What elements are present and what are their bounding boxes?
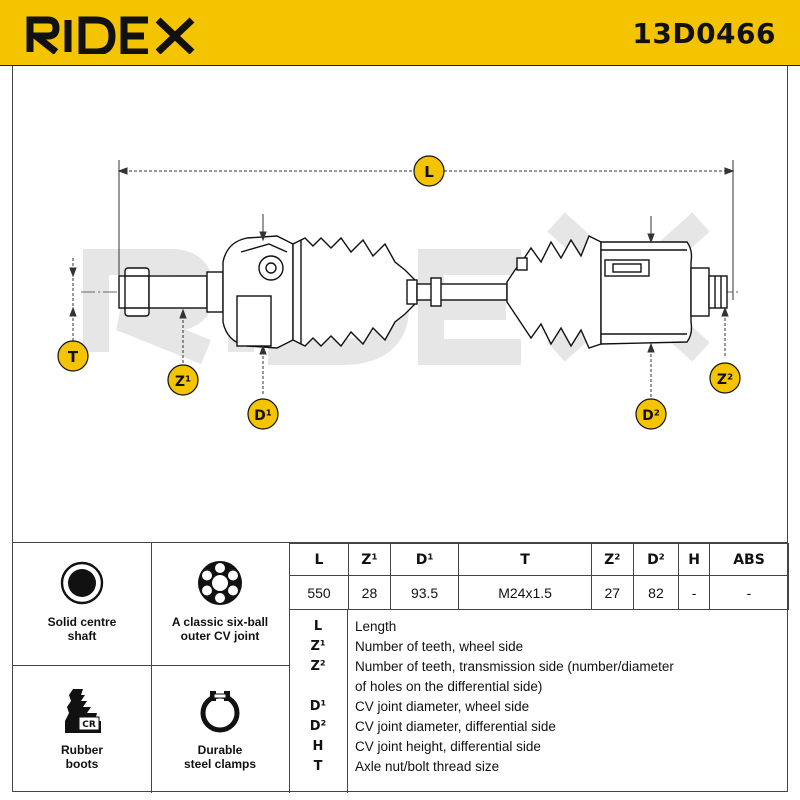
legend-row: H CV joint height, differential side bbox=[289, 739, 789, 759]
legend-divider bbox=[347, 609, 348, 793]
legend-key: D² bbox=[309, 719, 327, 734]
spec-value-abs: - bbox=[708, 575, 790, 610]
legend-desc: CV joint height, differential side bbox=[355, 739, 541, 754]
legend-key: D¹ bbox=[309, 699, 327, 714]
label-l-marker: L bbox=[413, 155, 445, 187]
legend-desc: Number of teeth, wheel side bbox=[355, 639, 524, 654]
legend-row: Z² Number of teeth, transmission side (n… bbox=[289, 659, 789, 679]
drive-shaft bbox=[118, 235, 728, 349]
spec-value-l: 550 bbox=[289, 575, 349, 610]
solid-shaft-icon bbox=[60, 561, 104, 605]
technical-drawing: L T Z¹ D¹ D² Z² bbox=[12, 66, 788, 542]
feature-clamps-line2: steel clamps bbox=[183, 757, 257, 771]
label-d2-text: D² bbox=[642, 408, 660, 424]
spec-value-d2: 82 bbox=[632, 575, 680, 610]
spec-header-z2: Z² bbox=[590, 543, 634, 576]
spec-header-z1: Z¹ bbox=[348, 543, 391, 576]
legend-desc: of holes on the differential side) bbox=[355, 679, 543, 694]
spec-value-h: - bbox=[678, 575, 710, 610]
legend-key: H bbox=[312, 739, 324, 754]
feature-six-ball-joint: A classic six-ball outer CV joint bbox=[151, 543, 289, 665]
legend-desc: Axle nut/bolt thread size bbox=[355, 759, 500, 774]
label-t-marker: T bbox=[57, 340, 89, 372]
spec-header-d2: D² bbox=[632, 543, 680, 576]
feature-divider-v2 bbox=[289, 543, 290, 793]
ridex-logo bbox=[26, 16, 195, 54]
spec-header-h: H bbox=[678, 543, 710, 576]
label-z1-text: Z¹ bbox=[175, 374, 191, 390]
rubber-boot-badge: CR bbox=[82, 720, 96, 730]
leader-lines bbox=[69, 214, 729, 398]
legend-desc: CV joint diameter, differential side bbox=[355, 719, 556, 734]
legend-desc: Number of teeth, transmission side (numb… bbox=[355, 659, 674, 674]
feature-divider-h bbox=[13, 665, 289, 666]
feature-steel-clamps: Durable steel clamps bbox=[151, 665, 289, 793]
legend-row: of holes on the differential side) bbox=[289, 679, 789, 699]
label-d1-text: D¹ bbox=[254, 408, 272, 424]
feature-solid-shaft-line2: shaft bbox=[67, 629, 97, 643]
feature-solid-shaft: Solid centre shaft bbox=[13, 543, 151, 665]
label-l-text: L bbox=[424, 163, 434, 181]
feature-clamps-line1: Durable bbox=[197, 743, 243, 757]
rubber-boot-icon: CR bbox=[65, 689, 101, 733]
legend-key: T bbox=[313, 759, 323, 774]
spec-value-z1: 28 bbox=[348, 575, 391, 610]
legend-key: Z¹ bbox=[310, 639, 326, 654]
label-z2-text: Z² bbox=[717, 372, 733, 388]
feature-solid-shaft-line1: Solid centre bbox=[47, 615, 117, 629]
spec-header-l: L bbox=[289, 543, 349, 576]
legend-desc: CV joint diameter, wheel side bbox=[355, 699, 530, 714]
legend-row: T Axle nut/bolt thread size bbox=[289, 759, 789, 779]
spec-value-row: 550 28 93.5 M24x1.5 27 82 - - bbox=[289, 575, 790, 610]
legend-key: Z² bbox=[310, 659, 326, 674]
spec-value-d1: 93.5 bbox=[389, 575, 460, 610]
feature-six-ball-line1: A classic six-ball bbox=[171, 615, 269, 629]
label-z1-marker: Z¹ bbox=[167, 364, 199, 396]
spec-header-d1: D¹ bbox=[389, 543, 460, 576]
six-ball-joint-icon bbox=[198, 561, 242, 605]
feature-rubber-line2: boots bbox=[65, 757, 99, 771]
label-d2-marker: D² bbox=[635, 398, 667, 430]
legend: L Length Z¹ Number of teeth, wheel side … bbox=[289, 609, 789, 793]
spec-section: Solid centre shaft A classic six-ball ou… bbox=[12, 542, 790, 793]
drive-shaft-drawing: L T Z¹ D¹ D² Z² bbox=[57, 155, 741, 430]
feature-rubber-line1: Rubber bbox=[61, 743, 103, 757]
feature-rubber-boots: CR Rubber boots bbox=[13, 665, 151, 793]
label-d1-marker: D¹ bbox=[247, 398, 279, 430]
legend-row: Z¹ Number of teeth, wheel side bbox=[289, 639, 789, 659]
spec-header-row: L Z¹ D¹ T Z² D² H ABS bbox=[289, 543, 790, 576]
legend-key: L bbox=[313, 619, 323, 634]
spec-header-t: T bbox=[458, 543, 592, 576]
label-t-text: T bbox=[68, 348, 79, 366]
legend-row: L Length bbox=[289, 619, 789, 639]
spec-value-z2: 27 bbox=[590, 575, 634, 610]
spec-header-abs: ABS bbox=[708, 543, 790, 576]
legend-row: D² CV joint diameter, differential side bbox=[289, 719, 789, 739]
steel-clamp-icon bbox=[200, 691, 240, 733]
legend-row: D¹ CV joint diameter, wheel side bbox=[289, 699, 789, 719]
feature-six-ball-line2: outer CV joint bbox=[180, 629, 260, 643]
header-bar: 13D0466 bbox=[0, 0, 800, 66]
feature-divider-v bbox=[151, 543, 152, 793]
label-z2-marker: Z² bbox=[709, 362, 741, 394]
legend-desc: Length bbox=[355, 619, 397, 634]
part-number: 13D0466 bbox=[632, 17, 776, 50]
spec-value-t: M24x1.5 bbox=[458, 575, 592, 610]
spec-table: L Z¹ D¹ T Z² D² H ABS 550 28 93.5 M24x1.… bbox=[289, 543, 790, 610]
